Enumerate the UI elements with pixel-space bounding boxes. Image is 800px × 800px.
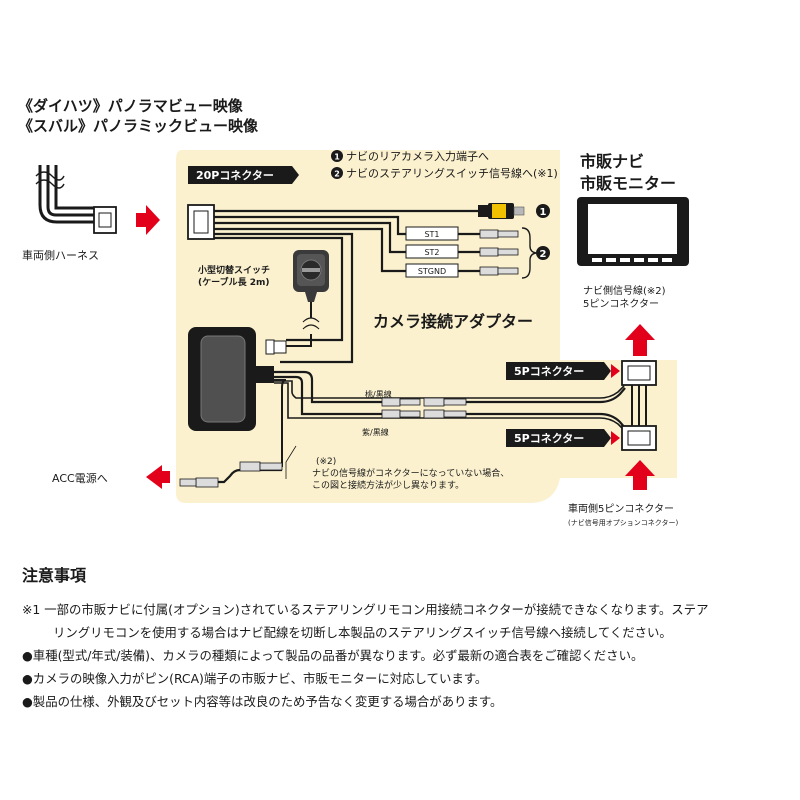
wiring-diagram: 《ダイハツ》パノラマビュー映像 《スバル》パノラミックビュー映像 車両側ハーネス… bbox=[18, 97, 689, 527]
adapter-title: カメラ接続アダプター bbox=[373, 312, 533, 331]
acc-label: ACC電源へ bbox=[52, 471, 108, 485]
legend-marker-2-number: 2 bbox=[334, 170, 340, 179]
note-2: ●車種(型式/年式/装備)、カメラの種類によって製品の品番が異なります。必ず最新… bbox=[22, 648, 644, 663]
navi-signal-line1: ナビ側信号線(※2) bbox=[583, 284, 666, 297]
arrow-right-icon-5p-bottom bbox=[611, 431, 620, 445]
connector-5p-top-label: 5Pコネクター bbox=[514, 365, 584, 378]
connector-5p-top bbox=[621, 360, 657, 386]
connector-5p-bottom bbox=[621, 425, 657, 451]
rca-plug-icon bbox=[478, 203, 525, 219]
vehicle-harness-label: 車両側ハーネス bbox=[22, 248, 99, 262]
note2-line2: この図と接続方法が少し異なります。 bbox=[312, 479, 464, 491]
connector-20p-label: 20Pコネクター bbox=[196, 169, 274, 182]
selector-switch-icon bbox=[265, 250, 329, 355]
note-4: ●製品の仕様、外観及びセット内容等は改良のため予告なく変更する場合があります。 bbox=[22, 694, 503, 709]
notes-heading: 注意事項 bbox=[22, 566, 87, 585]
switch-label-line2: (ケーブル長 2m) bbox=[198, 276, 269, 288]
arrow-up-icon-bottom bbox=[625, 460, 655, 490]
adapter-unit bbox=[188, 327, 274, 431]
adapter-output-wires bbox=[218, 370, 626, 484]
acc-plug bbox=[179, 461, 283, 488]
st2-label: ST2 bbox=[424, 248, 439, 257]
navi-title-line2: 市販モニター bbox=[580, 174, 676, 193]
navi-title-line1: 市販ナビ bbox=[580, 152, 644, 171]
marker-1-number: 1 bbox=[540, 207, 547, 218]
title-daihatsu: 《ダイハツ》パノラマビュー映像 bbox=[18, 97, 244, 115]
vehicle-5pin-line2: (ナビ信号用オプションコネクター) bbox=[568, 518, 678, 527]
connector-20p bbox=[187, 204, 215, 240]
legend-marker-1 bbox=[331, 150, 343, 162]
note-1-line2: リングリモコンを使用する場合はナビ配線を切断し本製品のステアリングスイッチ信号線… bbox=[53, 625, 672, 640]
connector-20p-tag: 20Pコネクター bbox=[188, 166, 299, 184]
arrow-right-icon bbox=[136, 205, 160, 235]
legend-marker-1-number: 1 bbox=[334, 153, 340, 162]
stgnd-label: STGND bbox=[418, 267, 446, 276]
marker-2-number: 2 bbox=[540, 249, 547, 260]
steering-signal-wires bbox=[405, 226, 537, 279]
note2-line1: ナビの信号線がコネクターになっていない場合、 bbox=[312, 467, 509, 479]
wire-bundle-20p bbox=[214, 209, 480, 364]
navi-signal-line2: 5ピンコネクター bbox=[583, 298, 659, 310]
connector-5p-link bbox=[631, 385, 647, 426]
switch-label-line1: 小型切替スイッチ bbox=[197, 264, 270, 276]
wire-pink-label: 桃/黒線 bbox=[365, 389, 392, 399]
arrow-right-icon-5p-top bbox=[611, 364, 620, 378]
note-1-line1: ※1 一部の市販ナビに付属(オプション)されているステアリングリモコン用接続コネ… bbox=[22, 602, 709, 617]
note2-mark: (※2) bbox=[316, 457, 336, 467]
vehicle-harness bbox=[35, 165, 117, 234]
st1-label: ST1 bbox=[424, 230, 439, 239]
arrow-up-icon bbox=[625, 324, 655, 356]
notes-section: 注意事項 ※1 一部の市販ナビに付属(オプション)されているステアリングリモコン… bbox=[22, 562, 792, 715]
legend-1: ナビのリアカメラ入力端子へ bbox=[346, 150, 489, 163]
wire-purple-label: 紫/黒線 bbox=[362, 427, 389, 437]
legend-2: ナビのステアリングスイッチ信号線へ(※1) bbox=[346, 166, 558, 180]
acc-arrow-icon bbox=[146, 465, 170, 489]
connector-5p-top-tag: 5Pコネクター bbox=[506, 362, 611, 380]
connector-5p-bottom-tag: 5Pコネクター bbox=[506, 429, 611, 447]
inline-connectors bbox=[381, 397, 467, 419]
vehicle-5pin-line1: 車両側5ピンコネクター bbox=[568, 502, 674, 515]
marker-2-badge bbox=[536, 246, 550, 260]
note2-leader bbox=[285, 445, 297, 479]
navi-monitor-icon bbox=[577, 197, 689, 266]
marker-1-badge bbox=[536, 204, 550, 218]
title-subaru: 《スバル》パノラミックビュー映像 bbox=[18, 117, 259, 135]
note-3: ●カメラの映像入力がピン(RCA)端子の市販ナビ、市販モニターに対応しています。 bbox=[22, 671, 488, 686]
legend-marker-2 bbox=[331, 167, 343, 179]
connector-5p-bottom-label: 5Pコネクター bbox=[514, 432, 584, 445]
